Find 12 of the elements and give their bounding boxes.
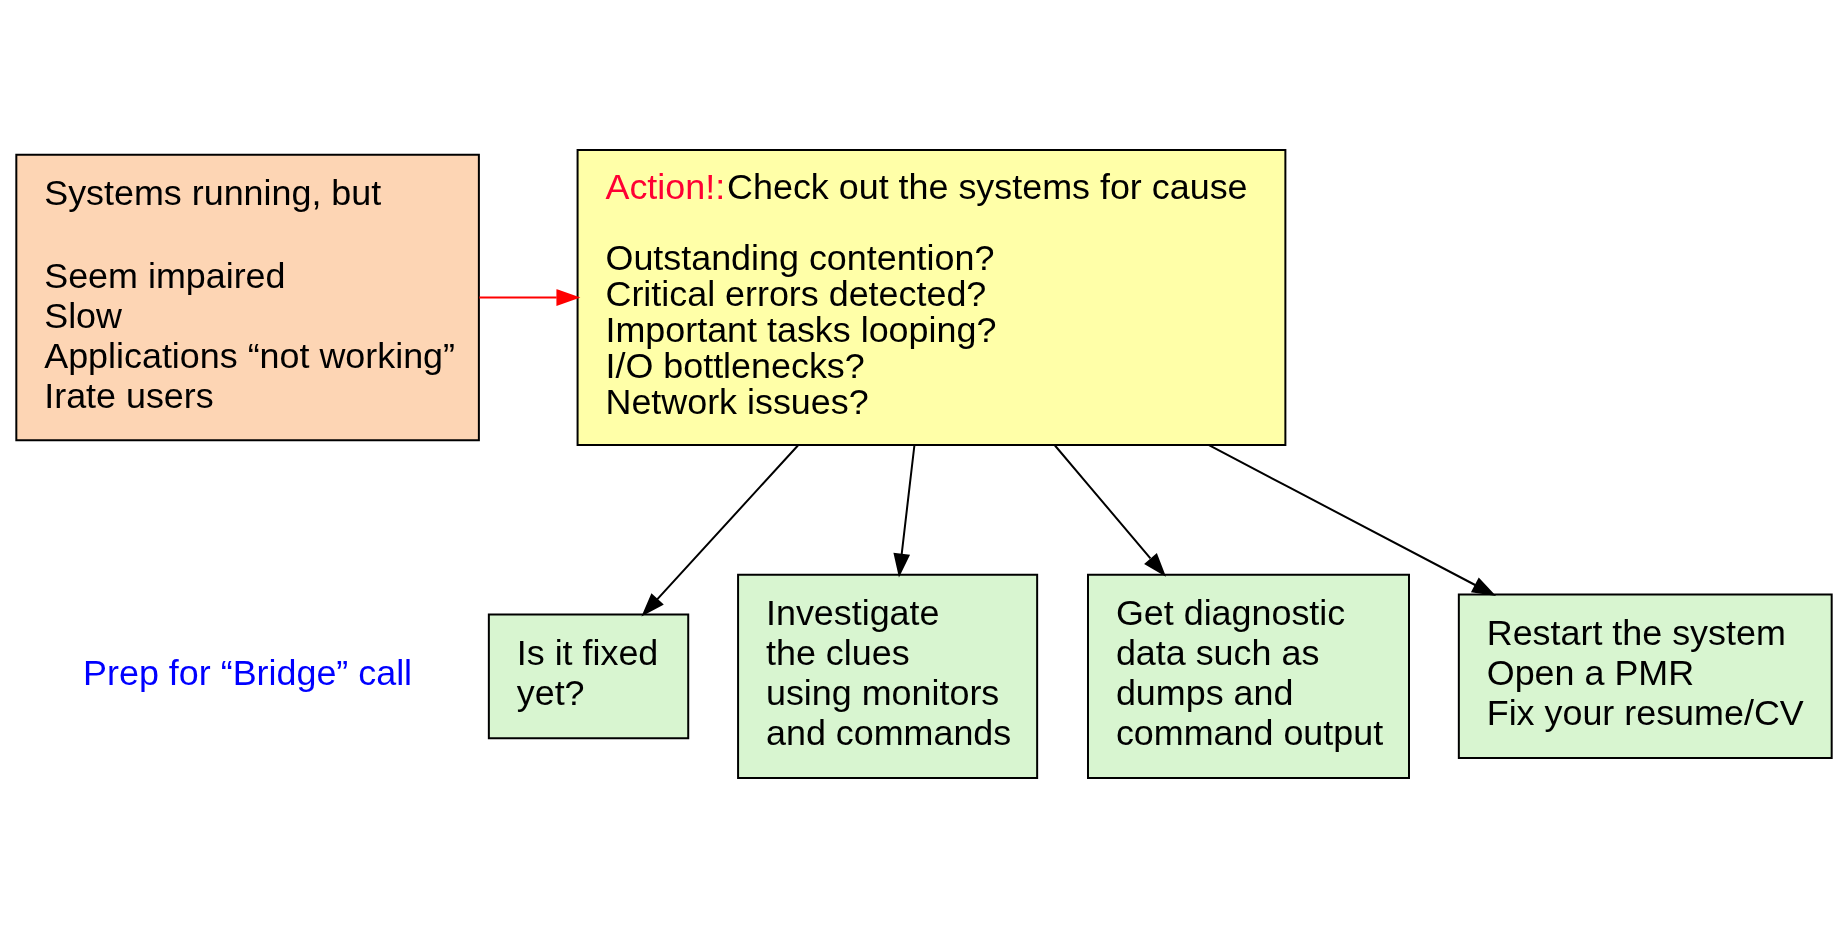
arrow bbox=[641, 444, 799, 617]
node-box: Restart the system Open a PMR Fix your resume/CV bbox=[1457, 593, 1833, 759]
node-box: Action!:Check out the systems for cause Outstanding contention? Critical errors detected? Important tasks looping? I/O bottlenecks? Network issues? bbox=[576, 148, 1287, 446]
node-box: Systems running, but Seem impaired Slow Applications “not working” Irate users bbox=[15, 153, 480, 441]
arrow bbox=[1207, 443, 1497, 596]
label: Prep for “Bridge” call bbox=[83, 652, 413, 693]
arrow bbox=[893, 444, 916, 577]
node-box: Is it fixed yet? bbox=[487, 613, 690, 739]
node-box: Get diagnostic data such as dumps and command output bbox=[1087, 573, 1410, 779]
arrow bbox=[478, 288, 581, 306]
arrow bbox=[1053, 444, 1166, 577]
node-box: Investigate the clues using monitors and commands bbox=[737, 573, 1039, 779]
